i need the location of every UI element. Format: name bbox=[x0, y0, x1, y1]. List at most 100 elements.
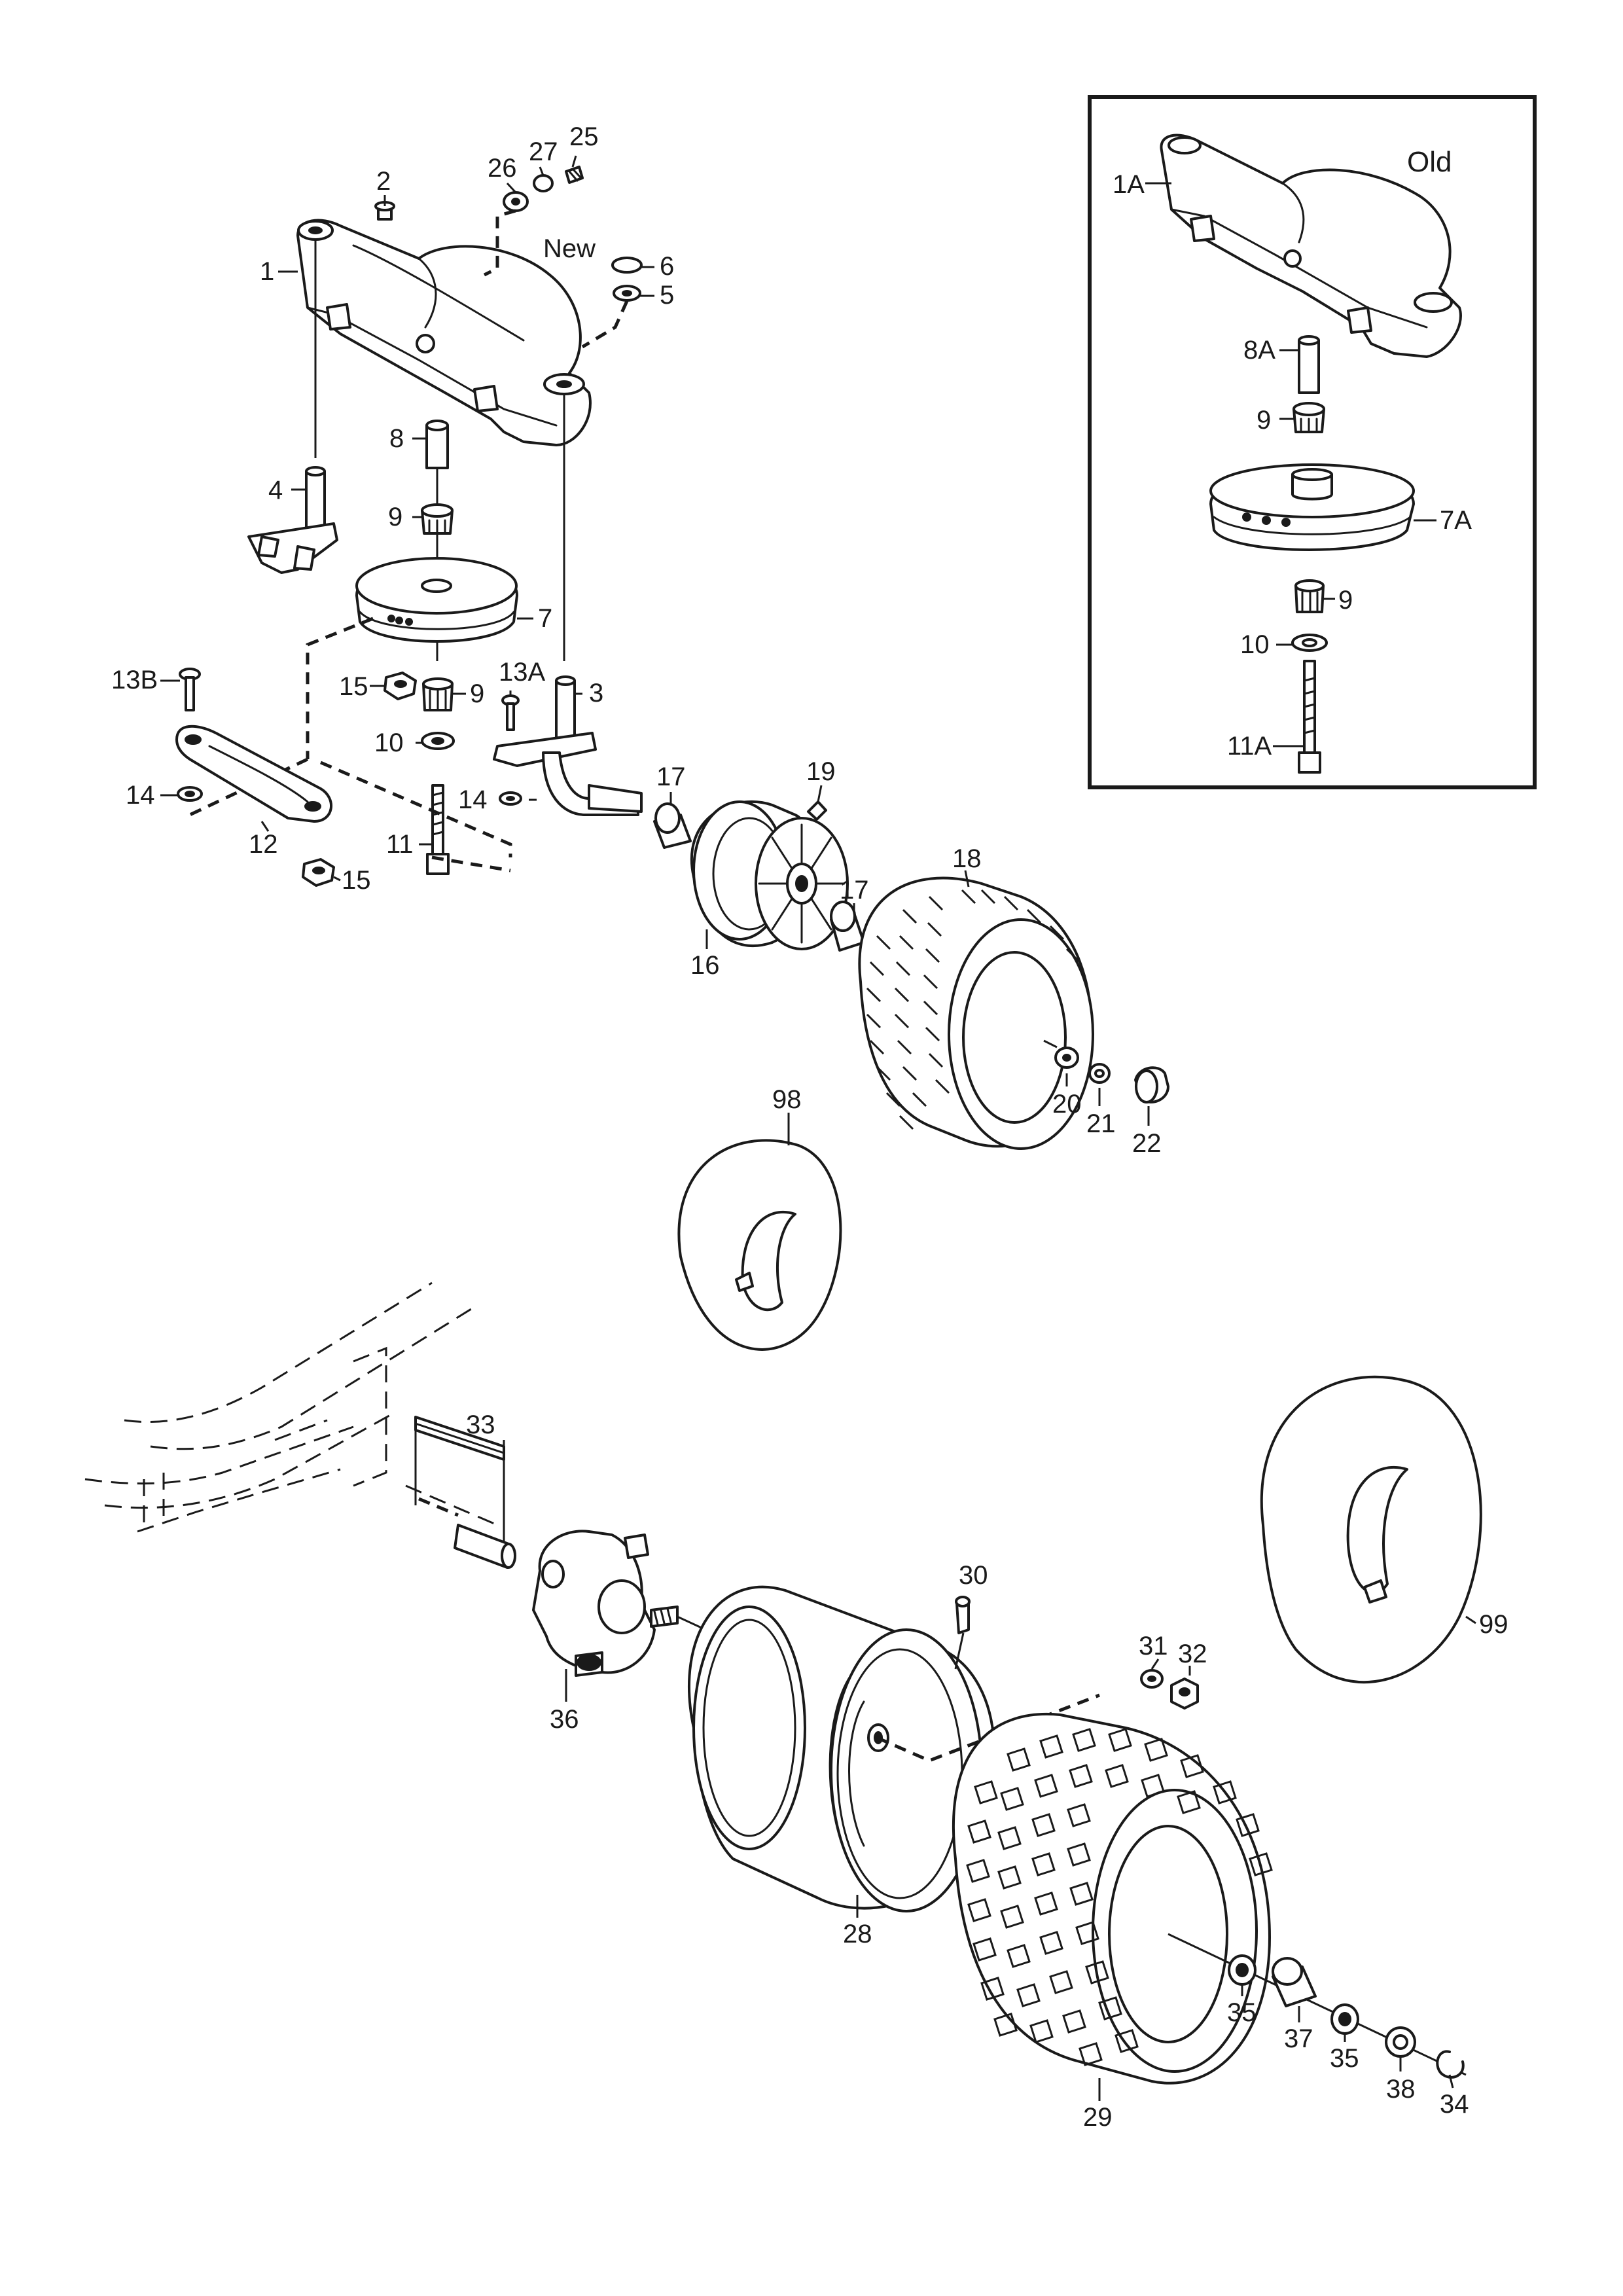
label-14-right: 14 bbox=[458, 785, 488, 814]
part-27-ring bbox=[533, 174, 554, 192]
part-14-washer-left bbox=[177, 786, 203, 802]
label-6: 6 bbox=[660, 252, 674, 281]
part-13B-screw bbox=[179, 668, 201, 711]
part-15-nut-upper bbox=[383, 672, 417, 700]
part-35-washer-inner bbox=[1228, 1954, 1257, 1986]
part-36-hub bbox=[532, 1530, 679, 1677]
label-13B: 13B bbox=[111, 666, 158, 694]
inset-frame bbox=[1088, 95, 1537, 789]
part-16-front-rim bbox=[690, 800, 849, 950]
label-9-inset-lower: 9 bbox=[1338, 586, 1353, 615]
part-38-washer bbox=[1385, 2026, 1416, 2058]
label-5: 5 bbox=[660, 281, 674, 310]
label-20: 20 bbox=[1052, 1090, 1082, 1119]
part-20-washer bbox=[1054, 1047, 1079, 1069]
label-1A: 1A bbox=[1113, 170, 1145, 199]
label-31: 31 bbox=[1139, 1632, 1168, 1660]
part-29-rear-tire bbox=[952, 1713, 1273, 2085]
part-4-swivel-pin bbox=[247, 466, 338, 574]
part-7A-pulley-old bbox=[1209, 463, 1415, 551]
label-27: 27 bbox=[529, 137, 558, 166]
label-9-upper: 9 bbox=[388, 503, 402, 531]
inset-old-assembly: Old bbox=[1088, 95, 1537, 789]
label-35-outer: 35 bbox=[1330, 2044, 1359, 2073]
label-new: New bbox=[543, 234, 596, 263]
part-15-nut-lower bbox=[302, 858, 335, 887]
label-26: 26 bbox=[488, 154, 517, 183]
part-98-inner-tube-front bbox=[677, 1139, 842, 1351]
label-25: 25 bbox=[569, 122, 599, 151]
label-30: 30 bbox=[959, 1561, 988, 1590]
label-2: 2 bbox=[376, 167, 391, 196]
label-15-lower: 15 bbox=[342, 866, 371, 895]
part-34-e-clip bbox=[1436, 2050, 1465, 2079]
label-21: 21 bbox=[1086, 1109, 1116, 1138]
part-99-inner-tube-rear bbox=[1260, 1375, 1482, 1684]
part-22-hub-cap bbox=[1134, 1066, 1169, 1103]
label-11: 11 bbox=[386, 830, 414, 859]
label-8: 8 bbox=[389, 424, 404, 453]
part-10-washer-old bbox=[1291, 634, 1328, 652]
label-10: 10 bbox=[374, 728, 404, 757]
part-5-washer bbox=[613, 285, 641, 302]
part-9-bushing-lower bbox=[422, 677, 454, 711]
label-99: 99 bbox=[1479, 1610, 1508, 1639]
label-18: 18 bbox=[952, 844, 982, 873]
part-1-housing-new bbox=[296, 219, 592, 446]
part-11-bolt bbox=[426, 784, 450, 875]
part-1A-housing-old bbox=[1160, 134, 1462, 358]
part-12-link-plate bbox=[175, 725, 332, 823]
label-17-rear: 17 bbox=[840, 876, 869, 905]
label-32: 32 bbox=[1178, 1640, 1207, 1668]
part-13A-screw bbox=[501, 694, 520, 731]
label-98: 98 bbox=[772, 1085, 802, 1114]
label-35-inner: 35 bbox=[1227, 1998, 1257, 2027]
part-35-washer-outer bbox=[1330, 2003, 1359, 2035]
part-26-washer bbox=[503, 191, 529, 212]
part-3-fork-spindle bbox=[493, 675, 643, 816]
label-10-inset: 10 bbox=[1240, 630, 1270, 659]
label-13A: 13A bbox=[499, 658, 545, 687]
part-10-washer bbox=[421, 732, 455, 750]
part-9-bushing-upper bbox=[421, 503, 454, 535]
label-15-upper: 15 bbox=[339, 672, 368, 701]
part-32-nut bbox=[1170, 1677, 1199, 1710]
part-21-clip bbox=[1088, 1063, 1111, 1084]
label-1: 1 bbox=[260, 257, 274, 286]
label-8A: 8A bbox=[1243, 336, 1275, 365]
part-31-washer bbox=[1140, 1669, 1164, 1689]
part-8-spacer bbox=[425, 420, 449, 469]
label-7A: 7A bbox=[1440, 506, 1472, 535]
label-3: 3 bbox=[589, 679, 603, 708]
part-18-front-tire bbox=[858, 876, 1094, 1150]
label-33: 33 bbox=[466, 1410, 495, 1439]
label-29: 29 bbox=[1083, 2103, 1113, 2132]
label-4: 4 bbox=[268, 476, 283, 505]
inset-title: Old bbox=[1407, 146, 1452, 178]
label-14-left: 14 bbox=[126, 781, 155, 810]
part-6-retaining-ring bbox=[611, 257, 643, 274]
label-9-lower: 9 bbox=[470, 679, 484, 708]
label-34: 34 bbox=[1440, 2090, 1469, 2119]
part-25-screw bbox=[565, 166, 584, 184]
label-22: 22 bbox=[1132, 1129, 1162, 1158]
label-17-front: 17 bbox=[656, 762, 686, 791]
mower-frame-outline bbox=[84, 1282, 472, 1533]
label-12: 12 bbox=[249, 830, 278, 859]
part-11A-bolt bbox=[1298, 660, 1321, 774]
label-36: 36 bbox=[550, 1705, 579, 1734]
label-9-inset-upper: 9 bbox=[1257, 406, 1271, 435]
label-37: 37 bbox=[1284, 2024, 1313, 2053]
part-14-washer-right bbox=[499, 791, 522, 806]
part-9-bushing-upper bbox=[1293, 402, 1325, 433]
label-38: 38 bbox=[1386, 2075, 1416, 2104]
part-9-bushing-lower bbox=[1294, 579, 1325, 613]
part-17-bushing-rear bbox=[830, 901, 865, 952]
part-17-bushing-front bbox=[653, 802, 692, 849]
label-16: 16 bbox=[690, 951, 720, 980]
part-28-rear-rim bbox=[688, 1585, 996, 1912]
rear-tire-tread bbox=[966, 1728, 1273, 2066]
part-7-pulley bbox=[355, 557, 518, 643]
